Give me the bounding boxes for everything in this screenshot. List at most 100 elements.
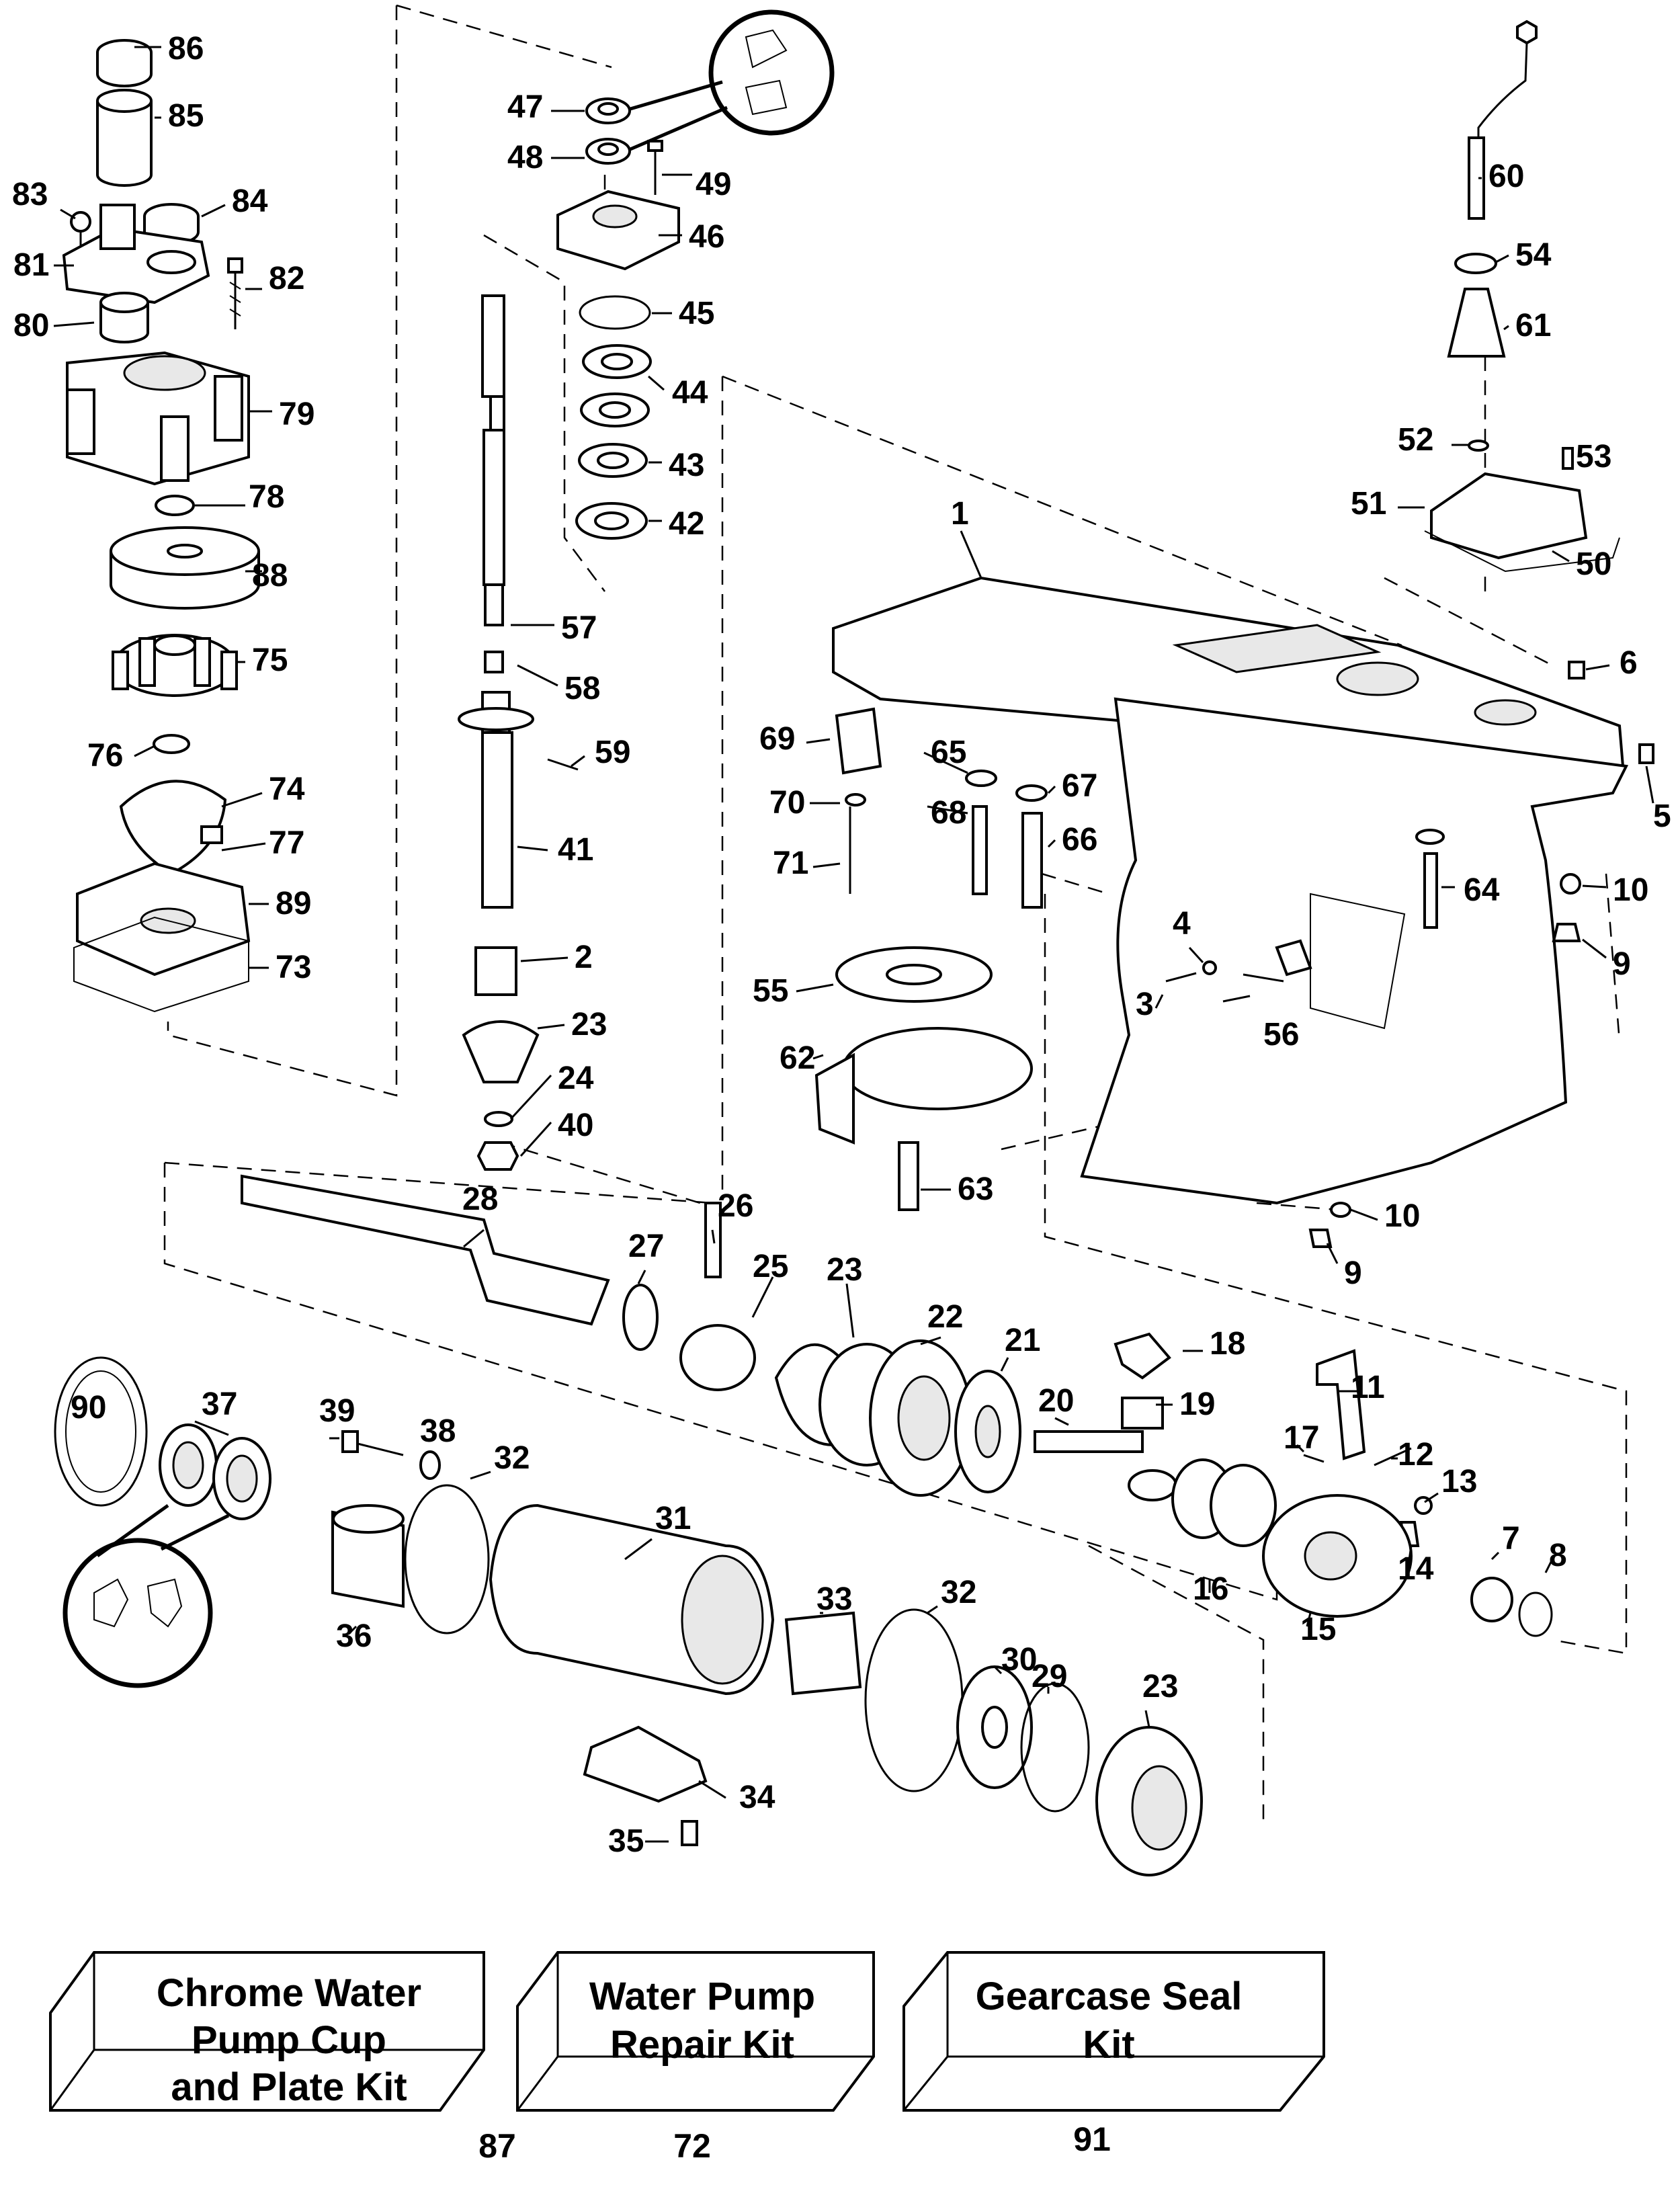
leader-line <box>1495 254 1509 263</box>
part-number-label: 83 <box>12 177 48 212</box>
part-number-label: 39 <box>319 1393 355 1429</box>
leader-line <box>923 751 968 774</box>
part-number-label: 63 <box>958 1171 993 1207</box>
kit-box-water-pump-repair: Water Pump Repair Kit 72 <box>516 1951 875 2165</box>
leader-line <box>927 805 968 815</box>
part-number-label: 36 <box>336 1618 372 1654</box>
bearing-carrier-parts <box>54 1356 1203 1876</box>
leader-line <box>624 1538 653 1561</box>
part-number-label: 65 <box>931 735 966 770</box>
part-number-label: 31 <box>655 1501 691 1536</box>
part-number-label: 70 <box>769 785 805 821</box>
part-number-label: 82 <box>269 261 304 296</box>
leader-line <box>1047 785 1056 794</box>
part-number-label: 57 <box>561 610 597 646</box>
part-number-label: 29 <box>1032 1659 1067 1694</box>
part-number-label: 88 <box>252 558 288 593</box>
leader-line <box>920 1336 941 1346</box>
leader-line <box>571 755 585 768</box>
leader-line <box>201 204 226 218</box>
leader-line <box>194 1420 229 1436</box>
part-number-label: 54 <box>1515 237 1552 273</box>
leader-line <box>517 664 558 687</box>
leader-line <box>1188 946 1204 964</box>
mid-small-parts <box>814 707 1581 1248</box>
part-number-label: 85 <box>168 98 204 134</box>
leader-line <box>1350 1208 1378 1221</box>
kit-box-gearcase-seal: Gearcase Seal Kit 91 <box>902 1951 1325 2158</box>
kit-number: 72 <box>673 2127 711 2165</box>
part-number-label: 7 <box>1502 1521 1520 1557</box>
callout-circles <box>62 9 835 1688</box>
leader-line <box>698 1780 726 1799</box>
part-number-label: 43 <box>669 448 704 483</box>
leader-line <box>463 1229 485 1248</box>
part-number-label: 21 <box>1005 1323 1040 1358</box>
part-number-label: 74 <box>269 772 305 807</box>
part-number-label: 59 <box>595 735 630 770</box>
leader-line <box>1490 1551 1500 1561</box>
kit-title-line: Gearcase Seal <box>976 1975 1243 2018</box>
part-number-label: 62 <box>780 1040 815 1076</box>
part-number-label: 78 <box>249 479 284 515</box>
part-number-label: 60 <box>1488 159 1524 194</box>
part-number-label: 64 <box>1464 872 1500 908</box>
part-number-label: 44 <box>672 375 708 411</box>
part-number-label: 35 <box>608 1823 644 1859</box>
leader-line <box>1000 1357 1009 1372</box>
part-number-label: 86 <box>168 31 204 67</box>
part-number-label: 5 <box>1653 798 1671 834</box>
leader-line <box>1144 1710 1150 1728</box>
leader-line <box>751 1276 774 1318</box>
leader-line <box>1326 1243 1339 1264</box>
propshaft-parts <box>241 1174 1553 1637</box>
leader-line <box>221 842 266 852</box>
leader-line <box>806 738 831 744</box>
part-number-label: 33 <box>816 1581 852 1617</box>
leader-line <box>520 956 569 962</box>
part-number-label: 12 <box>1398 1437 1433 1473</box>
leader-line <box>134 745 155 757</box>
part-number-label: 81 <box>13 247 49 283</box>
part-number-label: 2 <box>575 940 593 975</box>
part-number-label: 1 <box>951 496 969 532</box>
part-number-label: 90 <box>71 1390 106 1425</box>
kit-title-line: Water Pump <box>589 1975 815 2018</box>
part-number-label: 69 <box>759 721 795 757</box>
part-number-label: 32 <box>494 1440 530 1476</box>
kit-boxes: Chrome Water Pump Cup and Plate Kit 87 W… <box>49 1951 1325 2165</box>
driveshaft-parts <box>458 97 680 1171</box>
leader-line <box>348 1625 358 1635</box>
water-pump-parts <box>62 39 260 1013</box>
leader-line <box>1645 766 1654 804</box>
shift-rod-parts <box>1424 19 1654 764</box>
part-number-label: 13 <box>1441 1464 1477 1499</box>
part-number-label: 52 <box>1398 422 1433 458</box>
part-number-label: 46 <box>689 219 724 255</box>
leader-line <box>1054 1417 1069 1426</box>
kit-title-line: Chrome Water <box>157 1971 421 2015</box>
part-number-label: 77 <box>269 825 304 861</box>
part-number-label: 38 <box>420 1413 456 1449</box>
part-number-label: 67 <box>1062 768 1097 804</box>
part-number-label: 11 <box>1351 1370 1385 1405</box>
leader-line <box>993 1665 1003 1675</box>
part-number-label: 89 <box>276 886 311 921</box>
part-number-label: 47 <box>507 89 543 125</box>
part-number-label: 48 <box>507 140 543 175</box>
part-number-label: 4 <box>1173 906 1191 942</box>
leader-line <box>53 321 95 327</box>
part-number-label: 8 <box>1549 1538 1567 1573</box>
part-number-label: 80 <box>13 308 49 343</box>
part-number-label: 42 <box>669 506 704 542</box>
part-number-label: 61 <box>1515 308 1551 343</box>
part-number-label: 73 <box>276 950 311 985</box>
part-number-label: 3 <box>1136 987 1154 1022</box>
part-number-label: 45 <box>679 296 714 331</box>
leader-line <box>1552 550 1570 563</box>
part-number-label: 76 <box>87 738 123 774</box>
leader-line <box>927 1605 938 1614</box>
part-number-label: 27 <box>628 1229 664 1264</box>
part-number-label: 84 <box>232 183 268 219</box>
